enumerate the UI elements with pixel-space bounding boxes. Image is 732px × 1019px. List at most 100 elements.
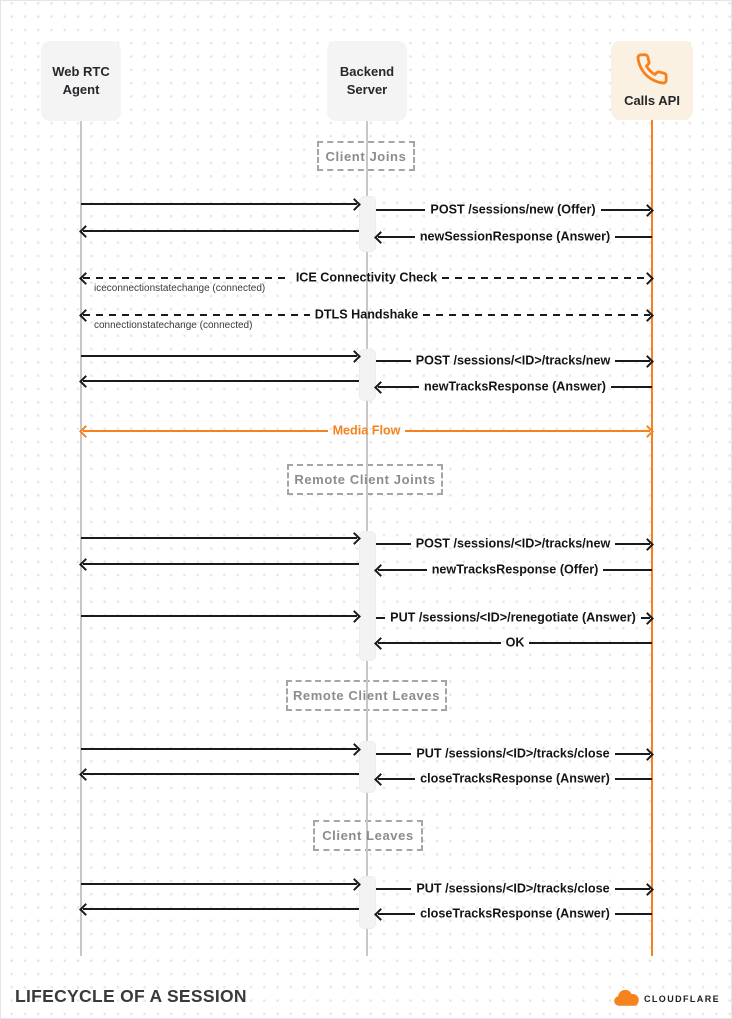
arrowhead-left [374,772,387,786]
event-callback-label: connectionstatechange (connected) [94,320,253,331]
arrow-line [614,912,652,916]
arrow-line [378,912,416,916]
message-label: DTLS Handshake [314,307,419,322]
section-label: Client Leaves [322,828,414,843]
arrowhead-right [641,537,654,551]
section-label: Remote Client Joints [294,472,436,487]
arrowhead-left [79,224,92,238]
message-label: newSessionResponse (Answer) [419,229,611,244]
arrow-line [83,772,359,776]
arrow-line [81,747,357,751]
actor-label: Web RTC Agent [52,64,110,97]
arrowhead-left [374,230,387,244]
message-arrow [79,900,359,918]
message-label: POST /sessions/<ID>/tracks/new [415,353,611,368]
arrowhead-right [348,349,361,363]
message-arrow: closeTracksResponse (Answer) [374,770,652,788]
section-label: Client Joins [325,148,407,164]
message-arrow: POST /sessions/<ID>/tracks/new [376,535,654,553]
message-arrow: POST /sessions/<ID>/tracks/new [376,352,654,370]
message-arrow [81,607,361,625]
message-bidirectional: Media Flow [79,422,654,440]
arrow-line [600,208,651,212]
message-arrow [81,195,361,213]
message-label: newTracksResponse (Answer) [424,379,606,394]
arrowhead-left [79,271,92,285]
activation-bar [359,531,376,661]
actor-label: Backend Server [339,64,395,97]
message-arrow: newSessionResponse (Answer) [374,228,653,246]
message-arrow [79,372,359,390]
arrowhead-right [641,611,654,625]
message-bidirectional: DTLS Handshake [79,306,654,324]
arrowhead-left [79,424,92,438]
arrow-line [376,359,411,363]
arrow-line [614,777,652,781]
arrow-line [378,641,501,645]
arrow-line [376,208,426,212]
message-arrow [81,529,361,547]
section-label: Remote Client Leaves [292,688,441,703]
actor-webrtc-agent: Web RTC Agent [41,41,121,121]
message-arrow [81,347,361,365]
phone-icon [635,52,669,86]
arrow-line [615,359,651,363]
cloudflare-wordmark: CLOUDFLARE [644,994,720,1004]
message-label: OK [505,635,525,650]
actor-calls-api: Calls API [611,41,693,120]
message-bidirectional: ICE Connectivity Check [79,269,654,287]
arrow-line [378,777,416,781]
actor-backend-server: Backend Server [327,41,407,121]
message-arrow [81,875,361,893]
message-label: ICE Connectivity Check [295,270,438,285]
arrow-line [640,616,650,620]
arrow-line [376,616,386,620]
arrowhead-left [79,308,92,322]
section-label-box: Remote Client Joints [287,464,443,495]
message-label: Media Flow [332,423,401,438]
message-arrow [79,765,359,783]
message-label: closeTracksResponse (Answer) [420,771,610,786]
arrow-line [83,379,359,383]
arrow-line [378,568,427,572]
cloudflare-cloud-icon [612,989,641,1008]
message-arrow: PUT /sessions/<ID>/renegotiate (Answer) [376,609,654,627]
diagram-title: LIFECYCLE OF A SESSION [15,986,247,1006]
arrowhead-right [348,609,361,623]
message-arrow: POST /sessions/new (Offer) [376,201,654,219]
arrowhead-right [348,531,361,545]
arrowhead-left [374,563,387,577]
arrow-line [405,429,650,433]
arrow-line [615,542,651,546]
message-arrow [79,222,359,240]
message-arrow: newTracksResponse (Offer) [374,561,653,579]
lifeline-calls-api [651,120,653,956]
actor-label: Calls API [624,92,680,108]
arrow-line [83,276,291,280]
arrowhead-left [79,902,92,916]
arrow-line [81,614,357,618]
arrow-line [376,887,412,891]
activation-bar [359,741,376,793]
arrowhead-right [348,197,361,211]
arrow-line [442,276,650,280]
message-label: PUT /sessions/<ID>/tracks/close [416,881,610,896]
message-arrow: OK [374,634,653,652]
arrowhead-right [641,354,654,368]
message-arrow: PUT /sessions/<ID>/tracks/close [376,880,654,898]
arrowhead-right [641,424,654,438]
arrow-line [615,235,653,239]
message-label: POST /sessions/new (Offer) [430,202,596,217]
arrowhead-right [641,747,654,761]
arrow-line [83,907,359,911]
arrow-line [603,568,653,572]
arrowhead-right [641,308,654,322]
message-label: closeTracksResponse (Answer) [420,906,610,921]
message-arrow: newTracksResponse (Answer) [374,378,653,396]
arrowhead-left [79,374,92,388]
arrow-line [83,429,328,433]
arrow-line [614,887,650,891]
arrow-line [423,313,651,317]
message-label: newTracksResponse (Offer) [431,562,599,577]
arrowhead-left [79,767,92,781]
